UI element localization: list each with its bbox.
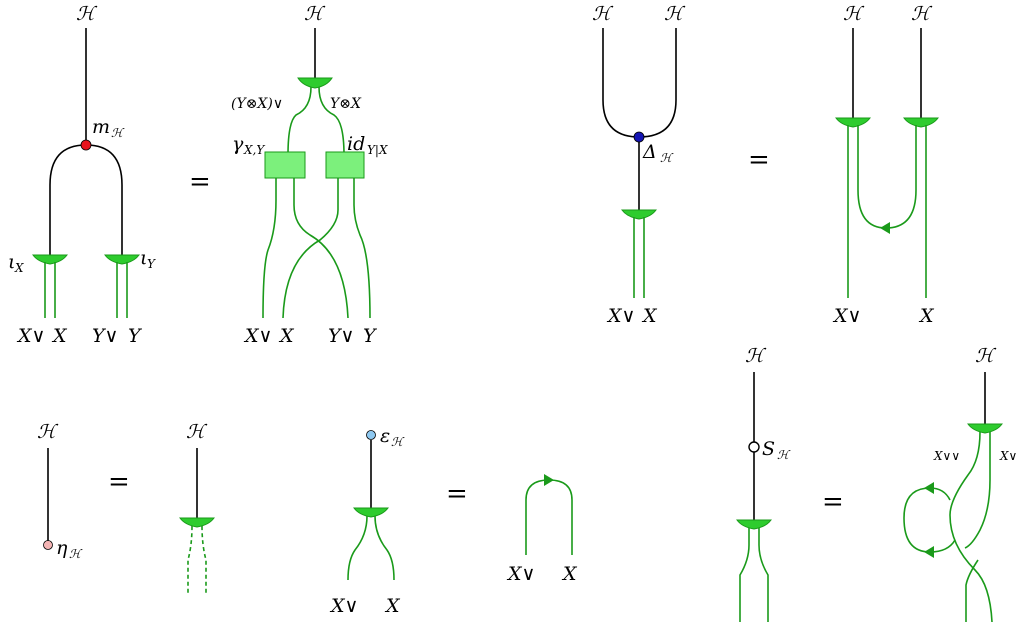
comultiplication-expanded-diagram: ℋ ℋ X∨ X xyxy=(832,3,939,327)
label-Xv-3: X∨ xyxy=(606,305,635,327)
braided-multiplication-diagram: ℋ (Y⊗X)∨ Y⊗X γ X,Y id Y|X X∨ X Y∨ Y xyxy=(231,3,388,347)
counit-diagram: ε ℋ X∨ X xyxy=(329,425,405,617)
label-Xv-1: X∨ xyxy=(16,325,45,347)
equals-sign-3: = xyxy=(108,467,130,497)
label-X-3: X xyxy=(641,305,658,327)
label-m: m xyxy=(92,116,110,138)
equals-sign-5: = xyxy=(822,487,844,517)
label-H-antipode-2: ℋ xyxy=(975,345,997,367)
label-eta: η xyxy=(56,537,68,559)
label-Xvv: X∨∨ xyxy=(933,449,960,463)
label-X-8: X xyxy=(561,563,578,585)
label-Y-2: Y xyxy=(363,325,378,347)
equals-sign-1: = xyxy=(189,167,211,197)
unit-dot xyxy=(43,540,53,550)
label-iota-Y-sub: Y xyxy=(147,257,156,271)
label-id: id xyxy=(347,133,365,155)
label-H-right-4: ℋ xyxy=(911,3,933,25)
label-Yv-2: Y∨ xyxy=(328,325,354,347)
label-H-left-4: ℋ xyxy=(843,3,865,25)
unit-expanded-diagram: ℋ xyxy=(179,421,215,595)
label-Delta-sub: ℋ xyxy=(660,151,674,165)
label-H-unit-2: ℋ xyxy=(186,421,208,443)
label-X-7: X xyxy=(384,595,401,617)
equals-sign-2: = xyxy=(748,145,770,175)
id-box xyxy=(325,151,365,179)
label-m-sub: ℋ xyxy=(111,126,125,140)
equals-sign-4: = xyxy=(446,479,468,509)
gamma-box xyxy=(264,151,306,179)
cup-left-4 xyxy=(835,117,871,128)
label-H-left: ℋ xyxy=(592,3,614,25)
multiplication-dot xyxy=(80,139,92,151)
label-Xv-4: X∨ xyxy=(832,305,861,327)
counit-dot xyxy=(366,430,376,440)
multiplication-diagram: ℋ m ℋ ι X ι Y X∨ X Y∨ Y xyxy=(8,3,156,347)
label-id-sub: Y|X xyxy=(367,143,388,157)
label-H-right: ℋ xyxy=(664,3,686,25)
cup-iota-Y xyxy=(104,254,140,265)
arrow-4 xyxy=(880,222,890,234)
comultiplication-diagram: ℋ ℋ Δ ℋ X∨ X xyxy=(592,3,686,327)
label-Xv-2: X∨ xyxy=(243,325,272,347)
label-eta-sub: ℋ xyxy=(69,547,83,561)
label-eps: ε xyxy=(380,425,390,447)
cup-unit xyxy=(179,517,215,528)
label-iota-X: ι xyxy=(8,251,15,273)
antipode-diagram: ℋ S ℋ xyxy=(736,345,791,622)
cup-counit xyxy=(353,507,389,518)
label-S-sub: ℋ xyxy=(777,448,791,462)
multiplication-arc xyxy=(49,144,123,255)
label-gamma-sub: X,Y xyxy=(243,143,265,157)
label-YX: Y⊗X xyxy=(330,96,362,112)
comultiplication-dot xyxy=(633,131,645,143)
label-S: S xyxy=(762,438,775,460)
label-X-4: X xyxy=(918,305,935,327)
label-Xv-small: X∨ xyxy=(999,449,1017,463)
cup-comult xyxy=(621,209,657,220)
antipode-expanded-diagram: ℋ X∨∨ X∨ xyxy=(903,345,1017,623)
label-H-antipode: ℋ xyxy=(745,345,767,367)
cup-top xyxy=(297,77,333,89)
label-iota-X-sub: X xyxy=(14,261,24,275)
arrow-10-bottom xyxy=(924,546,934,558)
cup-antipode-2 xyxy=(967,423,1003,434)
label-Xv-8: X∨ xyxy=(506,563,535,585)
label-X-2: X xyxy=(278,325,295,347)
label-H-top: ℋ xyxy=(76,3,98,25)
cup-iota-X xyxy=(32,254,68,265)
label-eps-sub: ℋ xyxy=(391,435,405,449)
comultiplication-arc xyxy=(602,28,677,138)
label-iota-Y: ι xyxy=(140,247,147,269)
label-X-1: X xyxy=(51,325,68,347)
arrow-8 xyxy=(544,474,554,486)
label-gamma: γ xyxy=(232,133,244,155)
label-Xv-7: X∨ xyxy=(329,595,358,617)
cup-antipode xyxy=(736,519,772,530)
label-Yv-1: Y∨ xyxy=(92,325,118,347)
label-H-top-2: ℋ xyxy=(304,3,326,25)
label-H-unit: ℋ xyxy=(37,421,59,443)
counit-expanded-diagram: X∨ X xyxy=(506,474,578,585)
unit-diagram: ℋ η ℋ xyxy=(37,421,83,561)
antipode-dot xyxy=(748,441,760,453)
label-Y-1: Y xyxy=(128,325,143,347)
label-Delta: Δ xyxy=(642,141,657,163)
cup-right-4 xyxy=(903,117,939,128)
label-YX-dual: (Y⊗X)∨ xyxy=(231,96,283,112)
arrow-10-top xyxy=(924,482,934,494)
